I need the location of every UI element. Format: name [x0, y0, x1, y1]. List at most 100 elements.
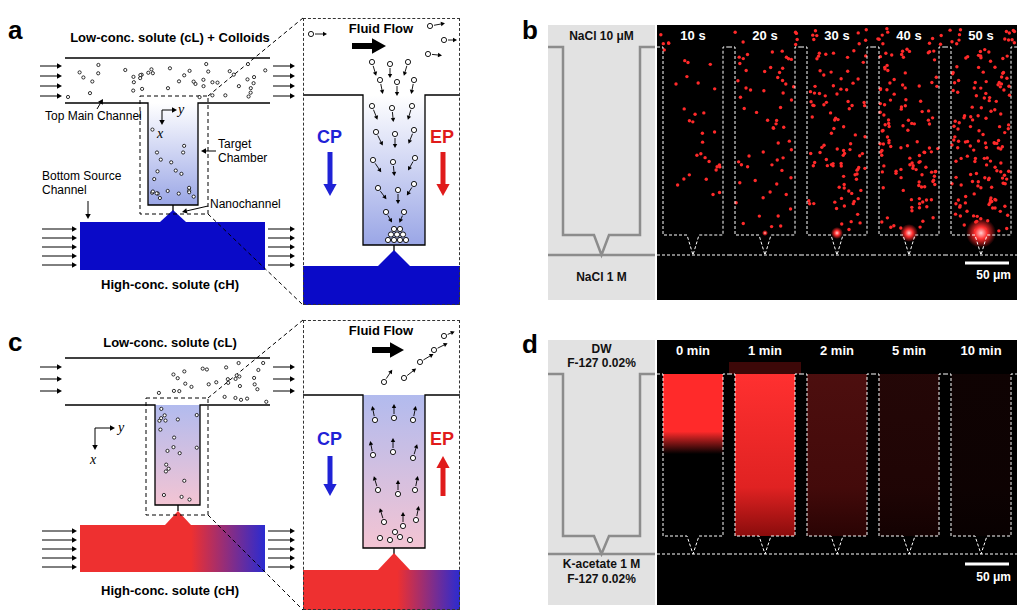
colloid-dot	[166, 189, 169, 192]
colloid-dot	[264, 69, 267, 72]
fluorescent-particle	[832, 51, 835, 54]
colloid-dot	[168, 67, 171, 70]
colloid-particle	[441, 37, 446, 42]
fluorescent-particle	[975, 94, 978, 97]
fluorescent-particle	[695, 154, 698, 157]
fluorescent-particle	[1001, 57, 1004, 60]
colloid-dot	[163, 414, 166, 417]
colloid-dot	[253, 383, 256, 386]
particle-arrow-head	[377, 168, 381, 173]
fluorescent-particle	[917, 161, 920, 164]
colloid-dot	[132, 89, 135, 92]
colloid-dot	[211, 94, 214, 97]
fluorescent-particle	[899, 168, 902, 171]
flow-arrow	[40, 96, 57, 97]
ep-label: EP	[430, 127, 454, 148]
fluorescent-particle	[886, 30, 889, 33]
fluorescent-particle	[1003, 174, 1006, 177]
fluorescent-particle	[964, 140, 967, 143]
colloid-dot	[238, 384, 241, 387]
fluorescent-particle	[933, 58, 936, 61]
fluorescence-image	[657, 25, 729, 300]
particle-arrow-head	[453, 38, 457, 42]
fluorescent-particle	[979, 50, 982, 53]
fluorescent-particle	[829, 111, 832, 114]
fluorescent-particle	[993, 142, 996, 145]
particle-arrow-head	[391, 438, 395, 442]
fluorescent-particle	[969, 115, 972, 118]
fluorescent-particle	[907, 119, 910, 122]
fluorescent-particle	[839, 77, 842, 80]
fluorescent-particle	[696, 81, 699, 84]
colloid-dot	[239, 398, 242, 401]
fluorescent-particle	[959, 157, 962, 160]
ep-label: EP	[430, 429, 454, 450]
colloid-dot	[159, 158, 162, 161]
fluorescent-particle	[999, 170, 1002, 173]
fluorescent-particle	[809, 152, 812, 155]
fluorescent-particle	[982, 70, 985, 73]
fluorescent-particle	[892, 224, 895, 227]
colloid-dot	[205, 368, 208, 371]
solution-label: F-127 0.02%	[548, 573, 655, 587]
fluorescent-particle	[908, 156, 911, 159]
particle-arrow	[375, 480, 377, 486]
particle-arrow	[378, 136, 381, 142]
fluorescent-particle	[930, 150, 933, 153]
fluorescent-particle	[691, 120, 694, 123]
colloid-dot	[177, 80, 180, 83]
fluorescent-particle	[921, 200, 924, 203]
fluorescent-particle	[1002, 182, 1005, 185]
fluorescent-particle	[1007, 38, 1010, 41]
particle-arrow-head	[415, 476, 419, 480]
colloid-dot	[232, 73, 235, 76]
leader-arrow-head	[201, 148, 206, 154]
fluorescent-particle	[854, 133, 857, 136]
fluorescent-particle	[737, 160, 740, 163]
colloid-dot	[180, 172, 183, 175]
particle-arrow	[386, 373, 390, 379]
fluorescent-particle	[822, 73, 825, 76]
colloid-particle	[400, 232, 405, 237]
fluorescent-particle	[1003, 205, 1006, 208]
colloid-particle	[397, 237, 402, 242]
fluorescent-particle	[863, 104, 866, 107]
colloid-particle	[391, 415, 396, 420]
flow-arrow	[268, 247, 290, 248]
fluorescence-frame: 20 s	[729, 25, 801, 300]
colloid-dot	[78, 71, 81, 74]
channel-outline	[801, 554, 873, 555]
colloid-dot	[88, 92, 91, 95]
fluorescent-particle	[856, 197, 859, 200]
time-label: 2 min	[801, 344, 873, 359]
fluorescent-particle	[813, 161, 816, 164]
fluorescent-particle	[956, 127, 959, 130]
fluorescent-particle	[790, 148, 793, 151]
fluorescent-particle	[995, 100, 998, 103]
colloid-particle	[387, 537, 392, 542]
colloid-dot	[132, 75, 135, 78]
fluorescent-particle	[781, 156, 784, 159]
fluorescent-particle	[901, 50, 904, 53]
fluorescent-particle	[772, 127, 775, 130]
fluorescent-particle	[781, 79, 784, 82]
fluorescent-particle	[843, 186, 846, 189]
colloid-dot	[188, 69, 191, 72]
colloid-dot	[167, 467, 170, 470]
colloid-particle	[391, 226, 396, 231]
fluorescent-particle	[958, 33, 961, 36]
nanochannel	[378, 553, 410, 570]
particle-arrow	[448, 40, 453, 41]
particle-arrow	[373, 66, 375, 72]
brightfield-frame: NaCl 10 μMNaCl 1 M	[548, 25, 655, 300]
colloid-dot	[234, 396, 237, 399]
colloid-particle	[410, 417, 415, 422]
fluorescent-particle	[916, 140, 919, 143]
target-chamber	[155, 405, 200, 505]
fluorescent-particle	[776, 214, 779, 217]
fluorescence-image	[729, 25, 801, 300]
fluorescent-particle	[930, 198, 933, 201]
fluorescent-particle	[986, 156, 989, 159]
flow-direction-arrow	[352, 43, 372, 49]
